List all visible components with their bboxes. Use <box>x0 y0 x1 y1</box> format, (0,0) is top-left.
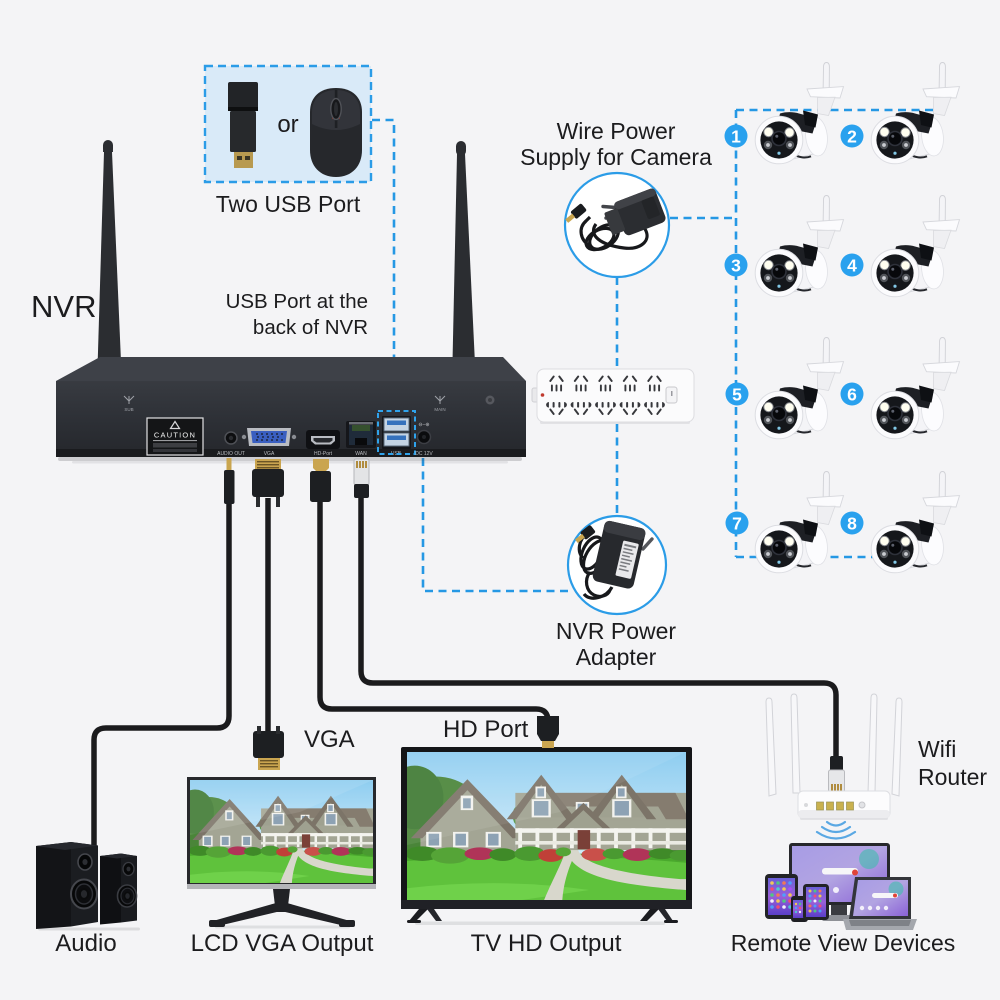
svg-text:or: or <box>277 111 298 138</box>
svg-text:CAUTION: CAUTION <box>154 431 196 440</box>
svg-text:TV HD Output: TV HD Output <box>471 930 622 957</box>
svg-text:1: 1 <box>731 127 741 147</box>
svg-text:WAN: WAN <box>355 451 367 457</box>
svg-text:HD-Port: HD-Port <box>314 451 333 457</box>
svg-text:VGA: VGA <box>264 451 275 457</box>
svg-text:4: 4 <box>847 256 857 276</box>
svg-text:MAIN: MAIN <box>434 407 445 412</box>
svg-text:Adapter: Adapter <box>576 644 657 670</box>
svg-text:USB Port at the: USB Port at the <box>226 290 368 313</box>
svg-text:6: 6 <box>847 385 857 405</box>
svg-text:HD Port: HD Port <box>443 716 529 743</box>
svg-text:Wifi: Wifi <box>918 736 956 762</box>
svg-text:Supply for Camera: Supply for Camera <box>520 144 712 170</box>
svg-text:⊖–⊕: ⊖–⊕ <box>418 422 429 428</box>
svg-text:NVR: NVR <box>31 289 96 324</box>
svg-text:back of NVR: back of NVR <box>253 316 368 339</box>
svg-text:DC 12V: DC 12V <box>415 451 433 457</box>
svg-text:Audio: Audio <box>55 930 116 957</box>
svg-text:AUDIO OUT: AUDIO OUT <box>217 451 245 457</box>
svg-text:NVR Power: NVR Power <box>556 618 676 644</box>
svg-text:Wire Power: Wire Power <box>557 118 676 144</box>
svg-text:7: 7 <box>732 514 742 534</box>
svg-text:5: 5 <box>732 385 742 405</box>
svg-text:2: 2 <box>847 127 857 147</box>
svg-text:Two USB Port: Two USB Port <box>216 191 361 217</box>
svg-text:USB: USB <box>391 451 402 457</box>
svg-text:Router: Router <box>918 764 987 790</box>
svg-text:8: 8 <box>847 514 857 534</box>
svg-text:VGA: VGA <box>304 726 355 753</box>
svg-text:SUB: SUB <box>124 407 133 412</box>
svg-text:Remote View Devices: Remote View Devices <box>731 930 956 956</box>
svg-text:3: 3 <box>731 256 741 276</box>
svg-text:LCD VGA Output: LCD VGA Output <box>191 930 374 957</box>
